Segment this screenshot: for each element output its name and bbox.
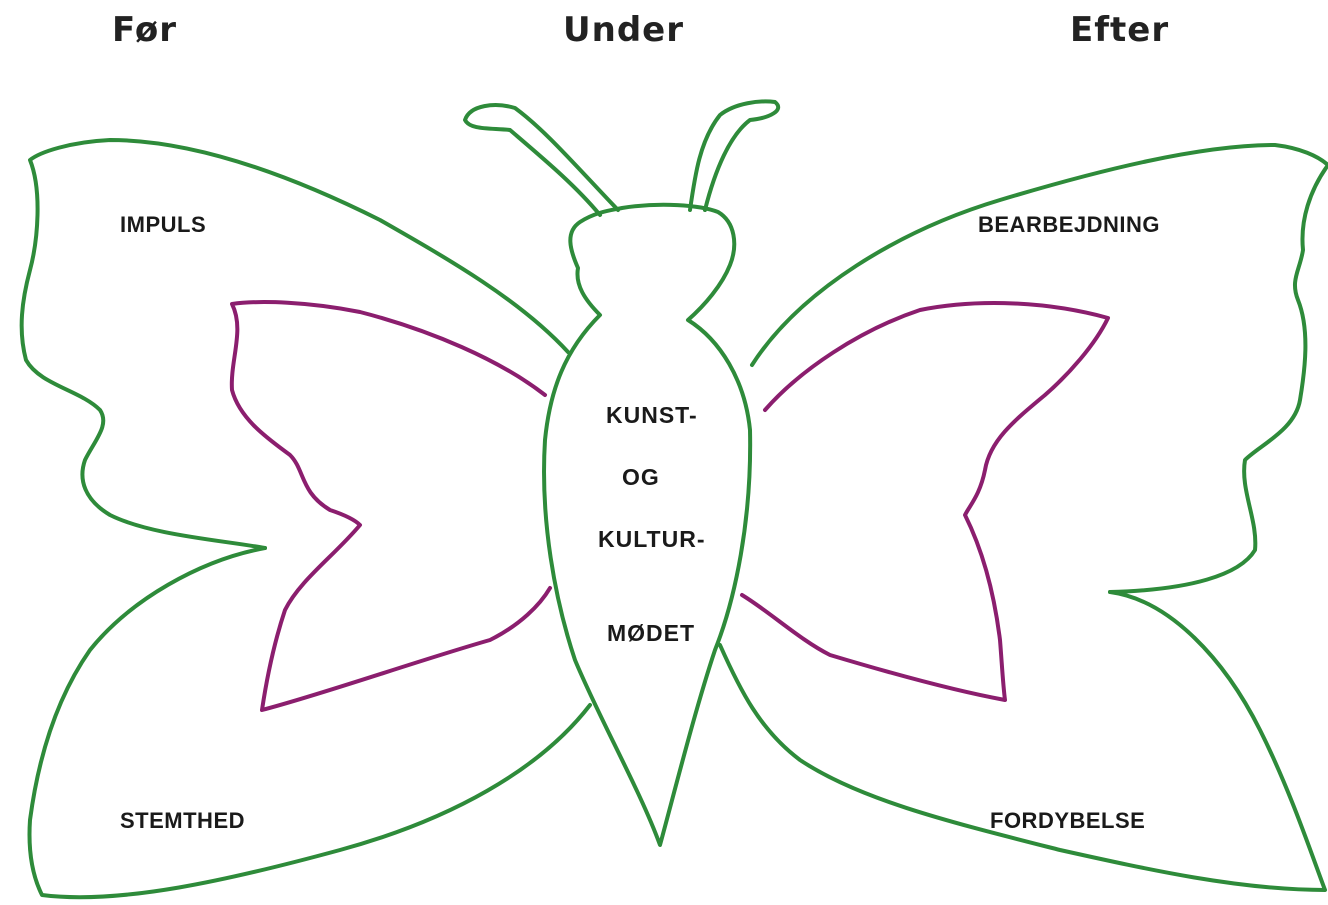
left-upper-wing-outline [22,140,568,548]
left-lower-wing-outline [30,548,591,897]
label-stemthed: STEMTHED [120,808,245,834]
heading-during: Under [563,10,684,50]
body-line-og: OG [622,464,660,491]
heading-before: Før [112,10,177,50]
right-antenna [690,101,778,210]
right-inner-wing-outline [742,303,1108,700]
label-bearbejdning: BEARBEJDNING [978,212,1160,238]
butterfly-body-outline [544,205,750,845]
label-fordybelse: FORDYBELSE [990,808,1145,834]
left-inner-wing-outline [232,302,550,710]
left-antenna [465,105,618,215]
body-line-kunst: KUNST- [606,402,698,429]
right-lower-wing-outline [720,592,1325,890]
body-line-modet: MØDET [607,620,695,647]
heading-after: Efter [1070,10,1169,50]
label-impuls: IMPULS [120,212,206,238]
body-line-kultur: KULTUR- [598,526,706,553]
